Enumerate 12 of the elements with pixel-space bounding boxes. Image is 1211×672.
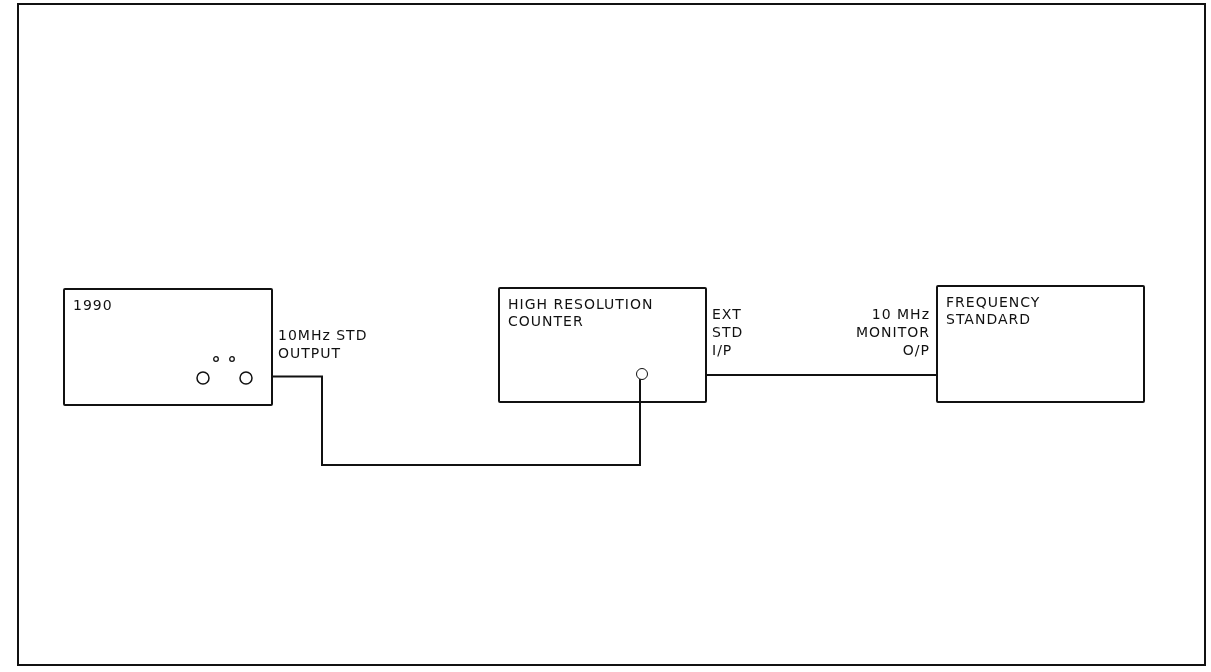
connector-jack	[636, 368, 648, 380]
instrument-box	[936, 285, 1145, 403]
instrument-box	[498, 287, 707, 403]
port-label: 10MHz STD OUTPUT	[278, 326, 369, 362]
instrument-box	[63, 288, 273, 406]
instrument-label: 1990	[73, 297, 114, 314]
instrument-label: FREQUENCY STANDARD	[946, 294, 1042, 328]
port-label: EXT STD I/P	[712, 305, 745, 359]
instrument-label: HIGH RESOLUTION COUNTER	[508, 296, 655, 330]
cable-line	[272, 375, 641, 466]
port-label: 10 MHz MONITOR O/P	[855, 305, 930, 359]
cable-line	[706, 374, 937, 376]
